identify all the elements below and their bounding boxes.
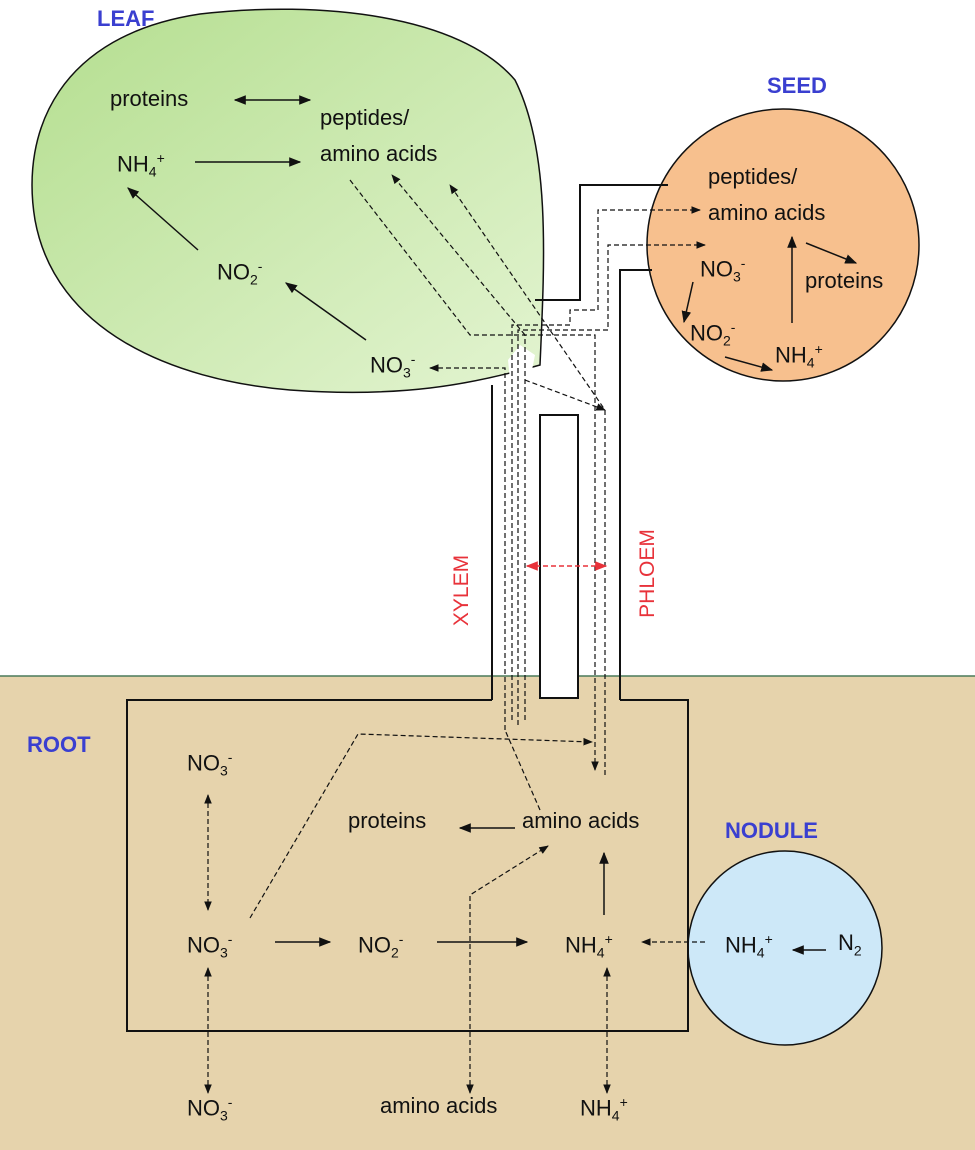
leaf-nh4-label: NH4+ xyxy=(117,150,165,180)
root-region-label: ROOT xyxy=(27,732,91,757)
root-amino-acids-label: amino acids xyxy=(522,808,640,833)
leaf-no3-no2-arrow xyxy=(285,282,367,341)
soil-nh4-label: NH4+ xyxy=(580,1094,628,1124)
seed-no2-label: NO2- xyxy=(690,319,736,349)
root-no3-mid-label: NO3- xyxy=(187,931,233,961)
seed-no3-supply-path xyxy=(517,241,706,725)
seed-no3-label: NO3- xyxy=(700,255,746,285)
xylem-leaf-amino-branch xyxy=(391,174,526,336)
leaf-peptides-label-2: amino acids xyxy=(320,141,438,166)
root-nh4-label: NH4+ xyxy=(565,931,613,961)
nodule-n2-label: N2 xyxy=(838,930,862,959)
nodule-nh4-label: NH4+ xyxy=(725,931,773,961)
seed-amino-supply-path xyxy=(511,206,701,720)
leaf-no2-label: NO2- xyxy=(217,258,263,288)
phloem-outer-wall xyxy=(619,269,652,700)
xylem-to-leaf-no3-path xyxy=(429,364,506,730)
seed-peptides-proteins-arrow xyxy=(805,242,858,264)
root-no2-label: NO2- xyxy=(358,931,404,961)
root-amino-xylem-diag xyxy=(504,729,541,811)
seed-peptides-label-1: peptides/ xyxy=(708,164,798,189)
seed-region-label: SEED xyxy=(767,73,827,98)
seed-no2-nh4-arrow xyxy=(724,356,774,372)
stem-junction-gap xyxy=(508,345,535,380)
root-no3-top-label: NO3- xyxy=(187,749,233,779)
leaf-shape xyxy=(31,8,545,394)
leaf-no2-nh4-arrow xyxy=(127,187,199,251)
leaf-to-phloem-diag xyxy=(524,379,606,411)
soil-no3-label: NO3- xyxy=(187,1094,233,1124)
seed-no3-no2-arrow xyxy=(681,281,694,324)
nodule-region-label: NODULE xyxy=(725,818,818,843)
root-proteins-label: proteins xyxy=(348,808,427,833)
seed-nh4-label: NH4+ xyxy=(775,341,823,371)
seed-peptides-label-2: amino acids xyxy=(708,200,826,225)
phloem-label: PHLOEM xyxy=(635,529,659,618)
soil-amino-uptake-path xyxy=(466,845,549,1094)
seed-proteins-label: proteins xyxy=(805,268,884,293)
root-no3-xylem-path xyxy=(249,733,593,919)
leaf-no3-label: NO3- xyxy=(370,351,416,381)
xylem-label: XYLEM xyxy=(450,554,474,627)
soil-amino-acids-label: amino acids xyxy=(380,1093,498,1118)
seed-stalk-wall xyxy=(535,184,668,301)
root-outline xyxy=(126,699,689,1032)
stem-central-divider xyxy=(539,414,579,699)
leaf-amino-export-path xyxy=(349,179,599,771)
leaf-region-label: LEAF xyxy=(97,6,155,31)
leaf-peptides-label-1: peptides/ xyxy=(320,105,410,130)
leaf-proteins-label: proteins xyxy=(110,86,189,111)
